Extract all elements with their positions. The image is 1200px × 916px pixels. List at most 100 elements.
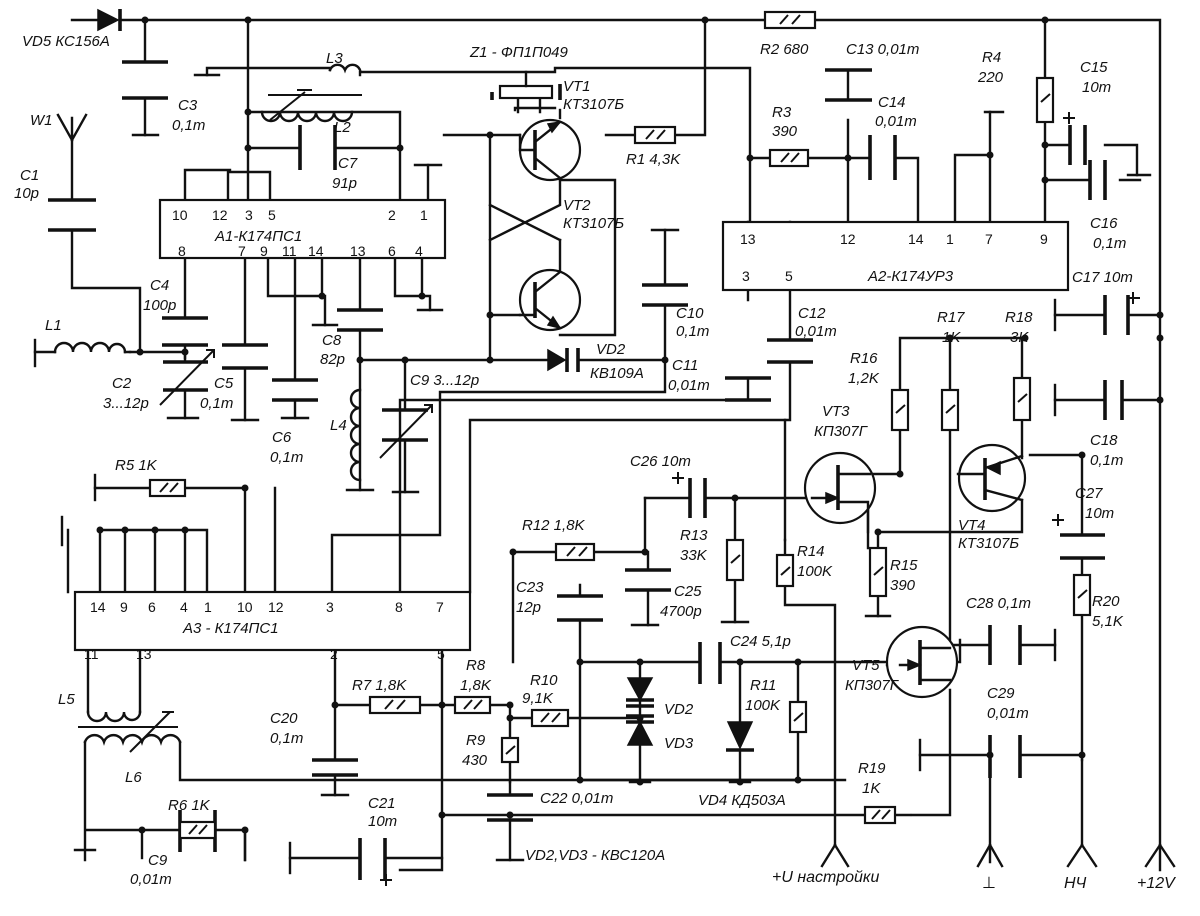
chip-a3 xyxy=(73,590,472,652)
vt1-transistor xyxy=(518,118,582,182)
chips-a1-pins_bottom-2-label: 9 xyxy=(260,243,268,259)
chips-a3-pins_bottom-3-label: 5 xyxy=(437,646,445,662)
components-c9bv-label: 0,01m xyxy=(130,871,172,888)
chips-a1-pins_bottom-1-label: 7 xyxy=(238,243,246,259)
components-r16-label: R16 xyxy=(850,350,878,367)
components-r13-label: R13 xyxy=(680,527,708,544)
components-c1-label: C1 xyxy=(20,167,39,184)
components-c2-label: C2 xyxy=(112,375,132,392)
components-c4v-label: 100p xyxy=(143,297,176,314)
components-r20-label: R20 xyxy=(1092,593,1120,610)
components-l5-label: L5 xyxy=(58,691,75,708)
output-connectors xyxy=(820,758,1176,868)
chips-a3-pins_bottom-1-label: 13 xyxy=(136,646,152,662)
components-c5-label: C5 xyxy=(214,375,234,392)
components-c16v-label: 0,1m xyxy=(1093,235,1126,252)
chips-a3-pins_top-2-label: 6 xyxy=(148,599,156,615)
vd5-zener xyxy=(97,8,122,32)
components-r15-label: R15 xyxy=(890,557,918,574)
chips-a1-name-label: A1-К174ПС1 xyxy=(214,228,302,245)
chips-a3-pins_top-0-label: 14 xyxy=(90,599,106,615)
components-c26-label: C26 10m xyxy=(630,453,691,470)
vd4-diode xyxy=(726,721,754,752)
components-r19v-label: 1K xyxy=(862,780,881,797)
vd2-vd3-varicaps xyxy=(626,677,654,746)
chips-a2-pins_top-2-label: 14 xyxy=(908,231,924,247)
chips-a2-pins_top-1-label: 12 xyxy=(840,231,856,247)
chips-a3-pins_top-3-label: 4 xyxy=(180,599,188,615)
wires xyxy=(33,18,1162,872)
components-c6v-label: 0,1m xyxy=(270,449,303,466)
chip-a2 xyxy=(721,220,1070,292)
components-c9b-label: C9 xyxy=(148,852,168,869)
components-c10v-label: 0,1m xyxy=(676,323,709,340)
components-c5v-label: 0,1m xyxy=(200,395,233,412)
components-c11-label: C11 xyxy=(672,357,698,374)
chips-a1-pins_top-1-label: 12 xyxy=(212,207,228,223)
a3-pins: 14 9 6 4 1 10 12 3 8 7 A3 - К174ПС1 11 1… xyxy=(84,599,445,662)
components-r2-label: R2 680 xyxy=(760,41,809,58)
components-vt2-label: VT2 xyxy=(563,197,591,214)
a1-pins: 10 12 3 5 2 1 A1-К174ПС1 8 7 9 11 14 13 … xyxy=(172,207,428,259)
capacitors xyxy=(48,60,1140,886)
chips-a1-pins_top-5-label: 1 xyxy=(420,207,428,223)
chips-a1-pins_bottom-6-label: 6 xyxy=(388,243,396,259)
components-r3-label: R3 xyxy=(772,104,792,121)
components-vd2a-label: VD2 xyxy=(596,341,626,358)
components-r8v-label: 1,8K xyxy=(460,677,492,694)
chips-a3-pins_top-4-label: 1 xyxy=(204,599,212,615)
connectors-af-label: НЧ xyxy=(1064,875,1087,892)
components-l3-label: L3 xyxy=(326,50,343,67)
components-w1-label: W1 xyxy=(30,112,53,129)
components-vt2t-label: КТ3107Б xyxy=(563,215,624,232)
components-l6-label: L6 xyxy=(125,769,142,786)
components-r14v-label: 100K xyxy=(797,563,833,580)
chips-a1-pins_top-2-label: 3 xyxy=(245,207,253,223)
components-c29v-label: 0,01m xyxy=(987,705,1029,722)
components-r1-label: R1 4,3K xyxy=(626,151,681,168)
a2-pins: 13 12 14 1 7 9 3 5 A2-К174УР3 xyxy=(740,231,1048,285)
components-r10v-label: 9,1K xyxy=(522,690,554,707)
components-vt4-label: VT4 xyxy=(958,517,986,534)
chips-a2-pins_top-3-label: 1 xyxy=(946,231,954,247)
chips-a2-pins_top-0-label: 13 xyxy=(740,231,756,247)
components-c2v-label: 3...12p xyxy=(103,395,149,412)
components-c14v-label: 0,01m xyxy=(875,113,917,130)
components-c17-label: C17 10m xyxy=(1072,269,1133,286)
vt2-transistor xyxy=(518,268,582,332)
components-vt1t-label: КТ3107Б xyxy=(563,96,624,113)
components-c13-label: C13 0,01m xyxy=(846,41,919,58)
components-c28-label: C28 0,1m xyxy=(966,595,1031,612)
components-vt1-label: VT1 xyxy=(563,78,591,95)
title-label: Z1 - ФП1П049 xyxy=(469,44,569,61)
z1-filter xyxy=(490,70,562,114)
components-r14-label: R14 xyxy=(797,543,825,560)
components-l4-label: L4 xyxy=(330,417,347,434)
components-r8-label: R8 xyxy=(466,657,486,674)
components-r18v-label: 3K xyxy=(1010,329,1029,346)
chips-a1-pins_top-4-label: 2 xyxy=(388,207,396,223)
components-vt3-label: VT3 xyxy=(822,403,850,420)
chips-a2-pins_top-5-label: 9 xyxy=(1040,231,1048,247)
components-c6-label: C6 xyxy=(272,429,292,446)
components-r9-label: R9 xyxy=(466,732,486,749)
components-vt3t-label: КП307Г xyxy=(814,423,869,440)
connectors-tuning-label: +U настройки xyxy=(772,869,879,886)
connector-labels: +U настройки ⊥ НЧ +12V xyxy=(772,869,1176,892)
components-c20v-label: 0,1m xyxy=(270,730,303,747)
chips-a1-pins_bottom-5-label: 13 xyxy=(350,243,366,259)
components-kv109-label: КВ109А xyxy=(590,365,644,382)
components-c25-label: C25 xyxy=(674,583,702,600)
components-c4-label: C4 xyxy=(150,277,169,294)
components-c7v-label: 91p xyxy=(332,175,357,192)
components-c10-label: C10 xyxy=(676,305,704,322)
components-c11v-label: 0,01m xyxy=(668,377,710,394)
components-c27-label: C27 xyxy=(1075,485,1103,502)
components-c15-label: C15 xyxy=(1080,59,1108,76)
components-vt5-label: VT5 xyxy=(852,657,880,674)
components-c8v-label: 82p xyxy=(320,351,345,368)
components-vdnote-label: VD2,VD3 - КВС120А xyxy=(525,847,665,864)
components-c24-label: C24 5,1p xyxy=(730,633,791,650)
component-labels: Z1 - ФП1П049 VD5 КС156А W1 C1 10p C3 0,1… xyxy=(14,33,1133,888)
